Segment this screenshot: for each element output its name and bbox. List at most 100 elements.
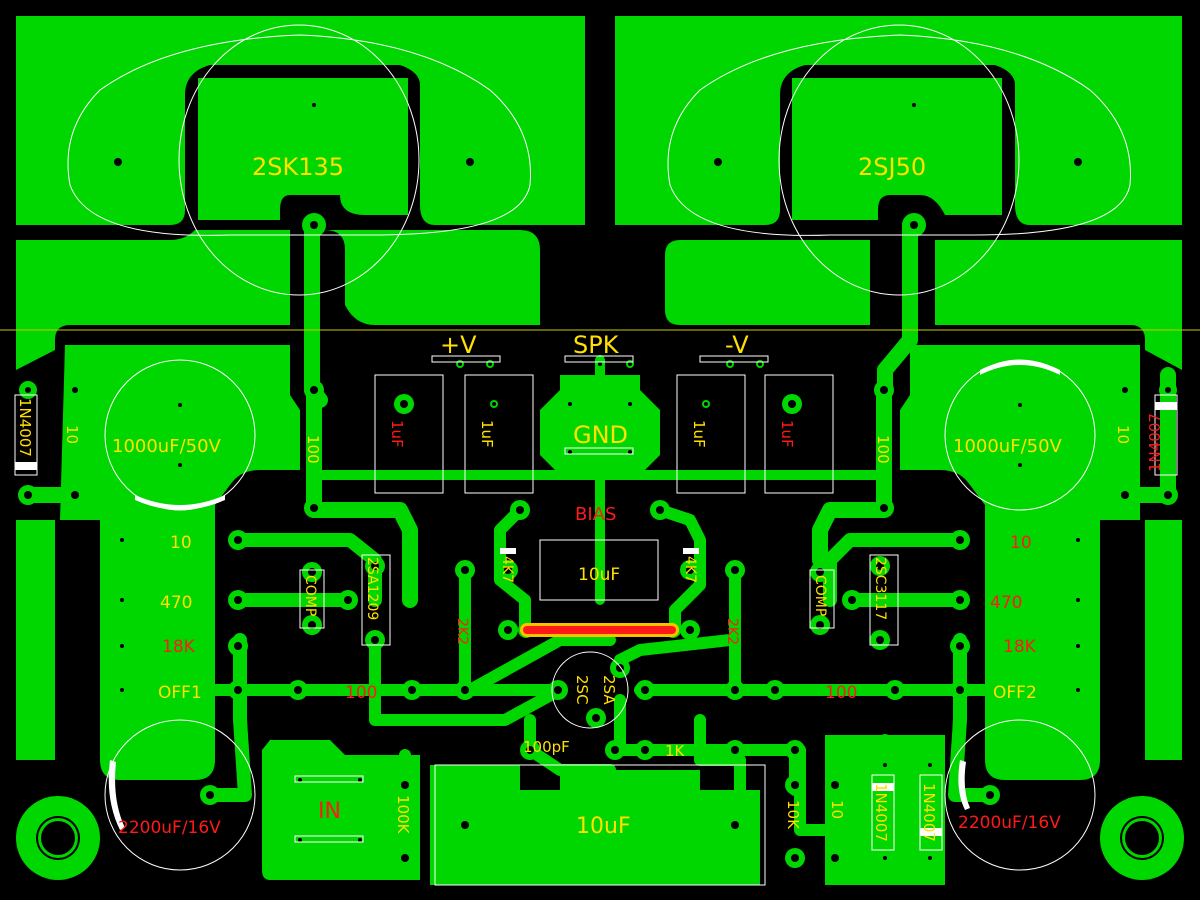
trace-mid-r2 [823, 533, 967, 607]
pad-hole [466, 158, 474, 166]
pad-hole [526, 746, 534, 754]
pad-hole [731, 746, 739, 754]
pour-bottom-center [262, 740, 420, 880]
silk-d-right [1154, 394, 1178, 476]
pad-hole [686, 626, 694, 634]
pad-hole [611, 746, 619, 754]
silk-q2-circle [778, 24, 1020, 296]
silk-c-2200-left-arc [108, 760, 125, 830]
label-c1uf-a: 1uF [388, 420, 406, 448]
label-2sa1209: 2SA1209 [364, 557, 380, 620]
silk-d-a [871, 774, 895, 851]
label-2k2-r: 2K2 [724, 618, 740, 645]
pad-hole [791, 746, 799, 754]
pad-hole [1165, 387, 1171, 393]
label-2k2-l: 2K2 [454, 618, 470, 645]
pour-right-edge [1145, 520, 1182, 760]
pad-hole [928, 856, 932, 860]
pad-hole [25, 387, 31, 393]
silk-q1-body [67, 34, 531, 236]
pad-hole [1018, 403, 1022, 407]
label-c1uf-d: 1uF [778, 420, 796, 448]
label-off2: OFF2 [993, 683, 1037, 703]
label-d-left: 1N4007 [16, 398, 34, 457]
pad-hole [312, 103, 316, 107]
label-r100-r: 100 [825, 683, 857, 703]
pour-q1-island [198, 78, 408, 220]
label-r10-right: 10 [1114, 425, 1132, 444]
label-d-right: 1N4007 [1146, 413, 1164, 472]
pad-hole [628, 450, 632, 454]
pad-hole [461, 686, 469, 694]
labels: 2SK135 2SJ50 +V SPK -V GND BIAS 1000uF/5… [16, 153, 1164, 842]
pad-hole [294, 686, 302, 694]
pad-hole [928, 763, 932, 767]
pour-left-edge [16, 520, 55, 760]
pour-mid-right [665, 240, 870, 325]
silk-conn-vplus [431, 355, 501, 363]
silk-q2-body [667, 34, 1131, 236]
label-r10-left: 10 [63, 425, 81, 444]
trace-bias-loop-r [654, 504, 706, 636]
label-in: IN [318, 799, 341, 824]
pad-hole [358, 838, 362, 842]
silk-d-b [919, 774, 943, 851]
trace-mid-r [233, 533, 382, 607]
pad-hole [178, 463, 182, 467]
traces [22, 217, 1176, 866]
pad-hole [771, 686, 779, 694]
pad-hole [686, 566, 694, 574]
silk-d-b-band [920, 828, 942, 836]
label-r1k: 1K [665, 742, 686, 760]
silk-comp-left [299, 569, 325, 629]
label-off1: OFF1 [158, 683, 202, 703]
trace-100pf [524, 714, 616, 776]
mount-hole-right [1100, 796, 1184, 880]
pad-hole [298, 778, 302, 782]
pad-hole [592, 714, 600, 722]
pad-hole [310, 386, 318, 394]
pad-hole [71, 491, 79, 499]
pad-hole [358, 778, 362, 782]
silk-c-2200-right [944, 719, 1096, 871]
label-c1uf-c: 1uF [690, 420, 708, 448]
silk-d-left-band [15, 462, 37, 470]
pad-hole [461, 821, 469, 829]
pour-bottom-mid [430, 765, 760, 885]
pad-hole [504, 566, 512, 574]
trace-18k-l [203, 633, 252, 802]
silk-c10uf-big [434, 764, 766, 886]
pad-hole [641, 686, 649, 694]
copper-pours [16, 16, 1182, 885]
pad-hole [880, 386, 888, 394]
label-vplus: +V [440, 331, 477, 359]
pad-hole [788, 400, 796, 408]
pad-hole [714, 158, 722, 166]
label-2sa: 2SA [600, 675, 618, 705]
pour-mid-right-b [935, 240, 1182, 370]
pad-hole [1076, 598, 1080, 602]
pour-top-right [615, 16, 1182, 225]
trace-in-drop [369, 634, 566, 726]
label-c-main-left: 1000uF/50V [112, 436, 222, 457]
label-c1uf-b: 1uF [478, 420, 496, 448]
label-r10-v: 10 [828, 800, 846, 819]
pad-hole [234, 536, 242, 544]
pad-hole [628, 402, 632, 406]
pad-hole [1122, 387, 1128, 393]
pad-hole [731, 686, 739, 694]
pad-hole [791, 781, 799, 789]
pad-hole [310, 504, 318, 512]
silk-conn-in-b [294, 835, 364, 843]
pad-hole [883, 763, 887, 767]
pad-hole [876, 562, 884, 570]
pad-hole [628, 362, 632, 366]
pad-hole [24, 491, 32, 499]
trace-diag-r [614, 634, 736, 666]
label-c2200-l: 2200uF/16V [118, 818, 221, 838]
silk-4k7-l-band [500, 548, 516, 554]
label-c10uf-mid: 10uF [578, 565, 620, 585]
pad-hole [310, 221, 318, 229]
silk-d-right-band [1155, 402, 1177, 410]
